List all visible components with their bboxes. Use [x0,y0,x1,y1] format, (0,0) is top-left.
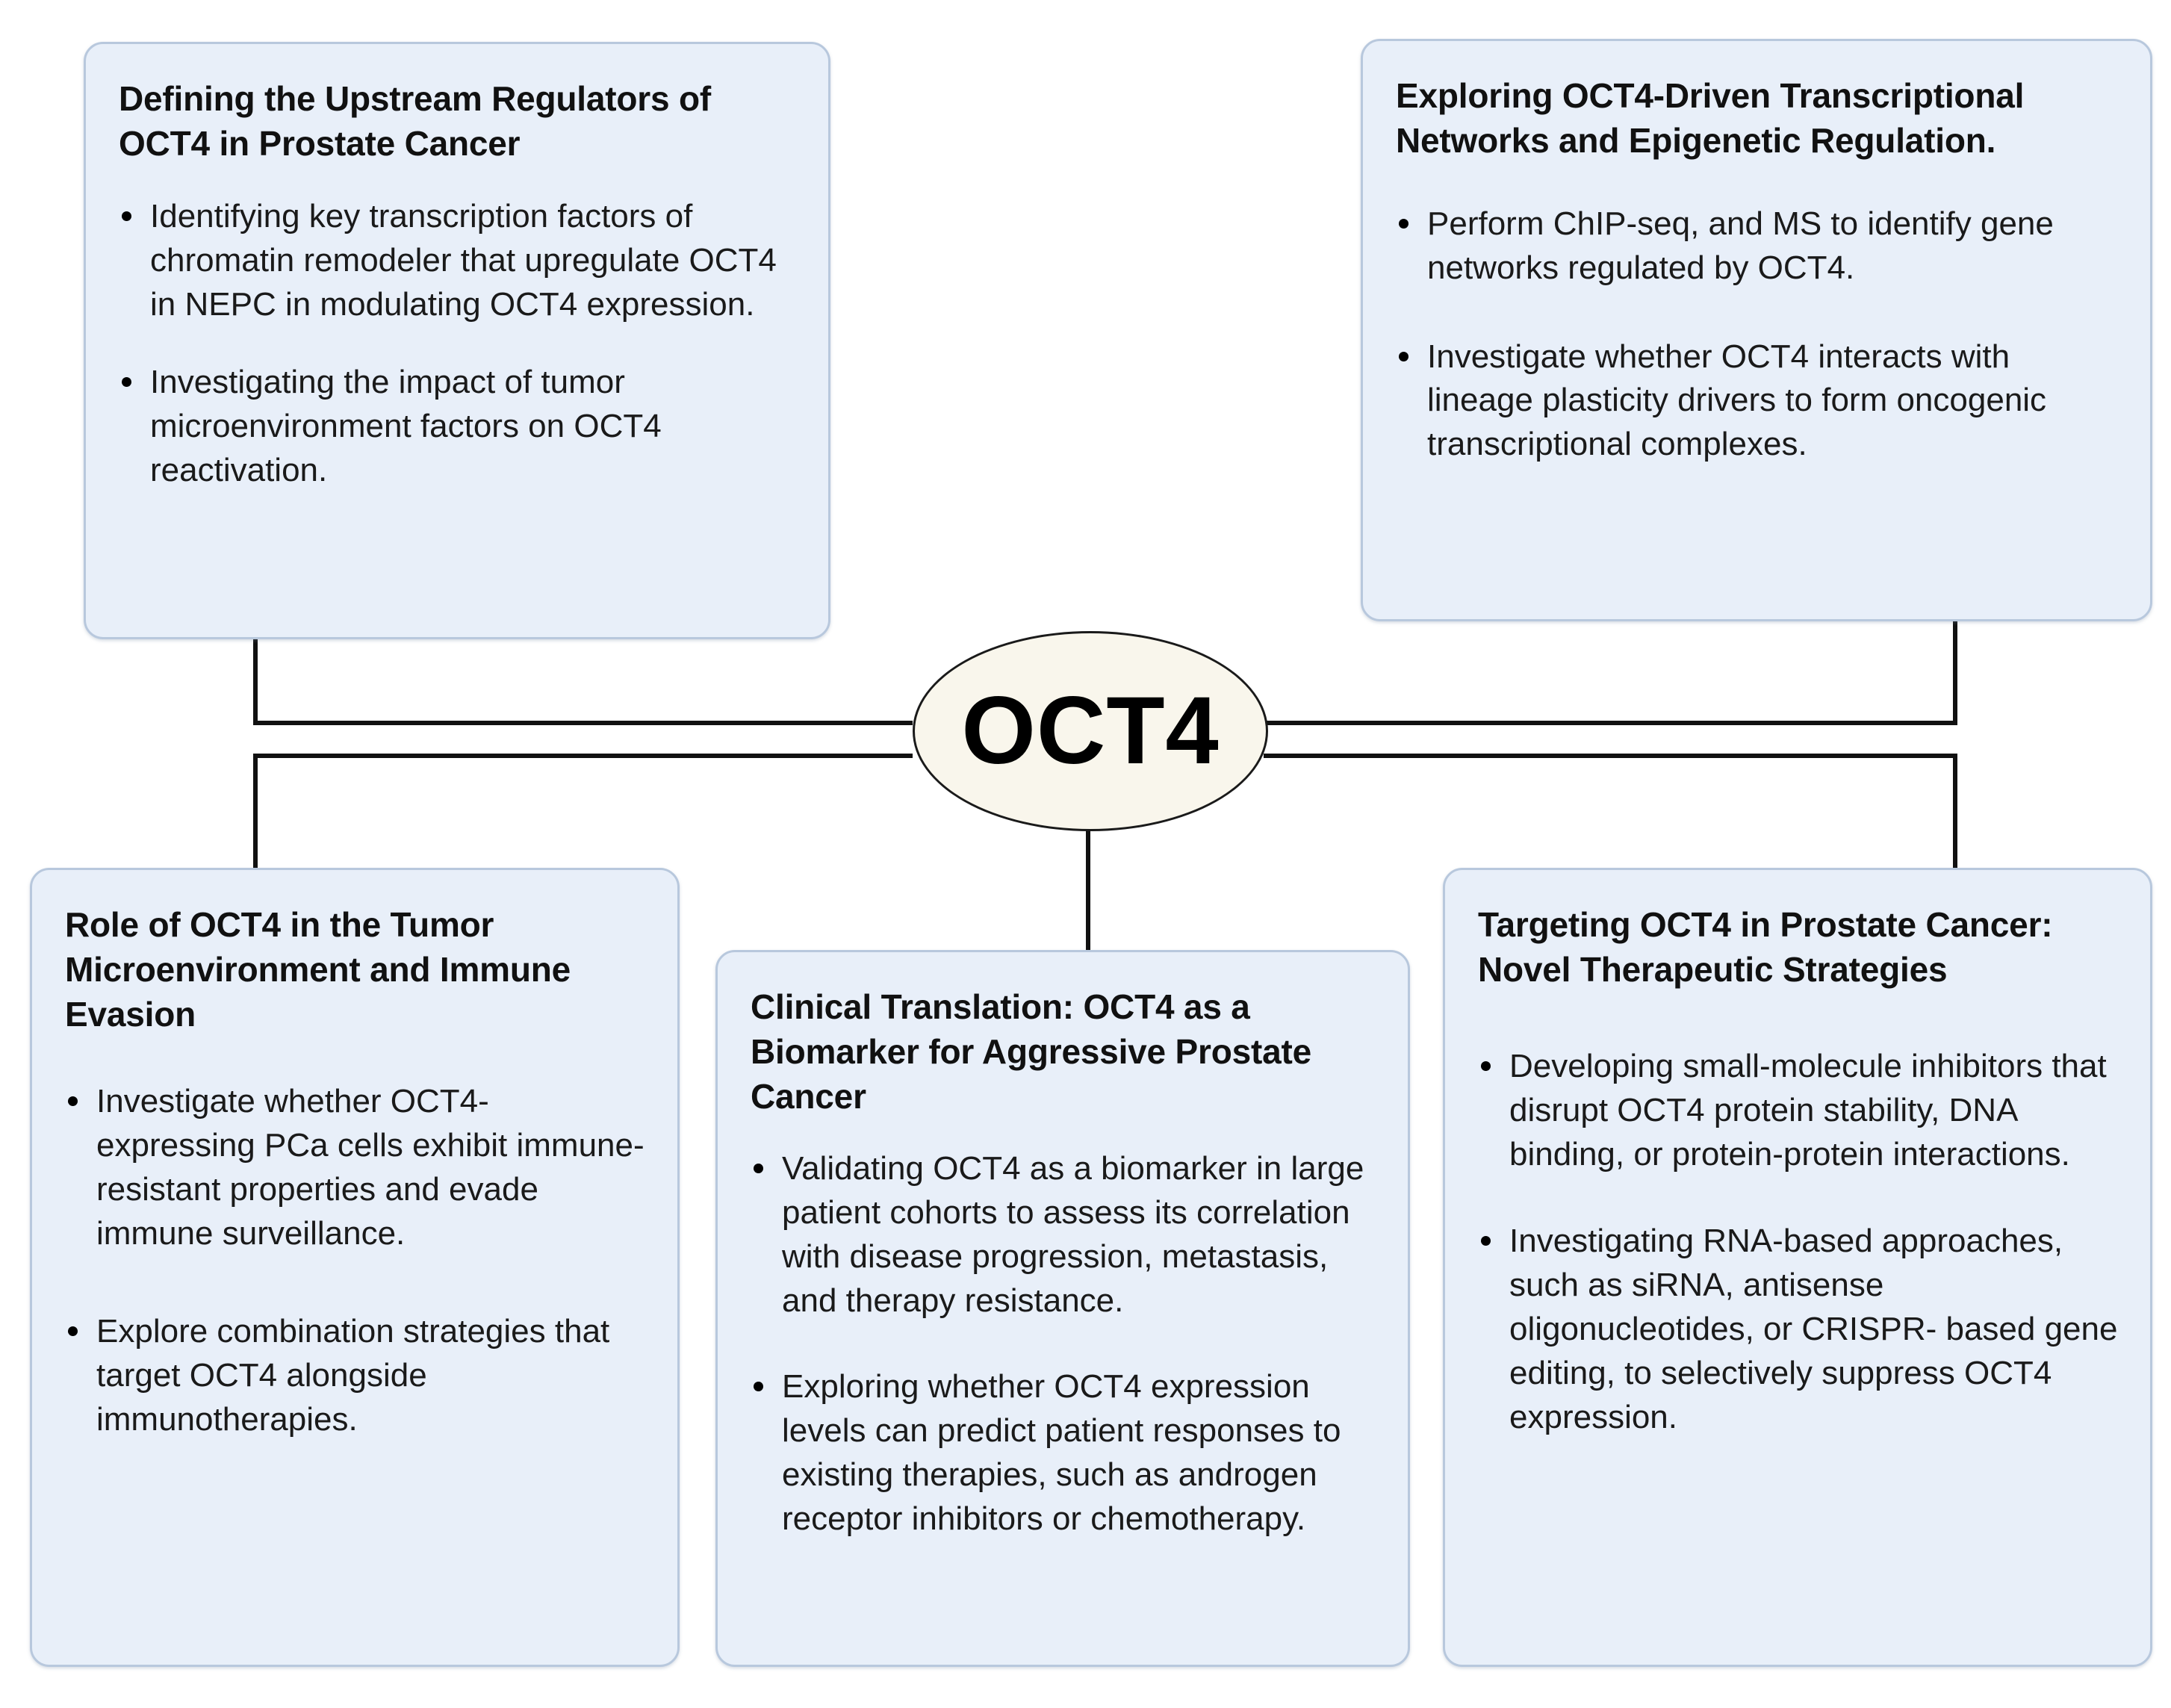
node-title: Defining the Upstream Regulators of OCT4… [119,79,711,163]
list-item: Validating OCT4 as a biomarker in large … [751,1147,1378,1323]
node-targeting-therapeutics[interactable]: Targeting OCT4 in Prostate Cancer: Novel… [1443,868,2152,1667]
bullet-list: Perform ChIP-seq, and MS to identify gen… [1396,202,2120,468]
node-title: Role of OCT4 in the Tumor Microenvironme… [65,905,571,1034]
hub-label: OCT4 [961,677,1220,784]
list-item: Investigate whether OCT4-expressing PCa … [65,1080,647,1256]
list-item: Identifying key transcription factors of… [119,195,798,327]
bullet-list: Investigate whether OCT4-expressing PCa … [65,1080,647,1442]
list-item: Investigating the impact of tumor microe… [119,361,798,493]
node-clinical-translation[interactable]: Clinical Translation: OCT4 as a Biomarke… [715,950,1410,1667]
node-tumor-microenvironment[interactable]: Role of OCT4 in the Tumor Microenvironme… [30,868,680,1667]
connector-networks [1264,621,1957,725]
list-item: Developing small-molecule inhibitors tha… [1478,1045,2120,1177]
node-title: Clinical Translation: OCT4 as a Biomarke… [751,987,1311,1116]
node-title: Targeting OCT4 in Prostate Cancer: Novel… [1478,905,2053,989]
connector-targeting [1264,754,1957,868]
bullet-list: Identifying key transcription factors of… [119,195,798,494]
hub-oct4[interactable]: OCT4 [913,631,1268,831]
bullet-list: Developing small-molecule inhibitors tha… [1478,1045,2120,1441]
node-transcriptional-networks[interactable]: Exploring OCT4-Driven Transcriptional Ne… [1361,39,2152,621]
node-upstream-regulators[interactable]: Defining the Upstream Regulators of OCT4… [84,42,830,639]
connector-upstream [253,639,913,725]
list-item: Exploring whether OCT4 expression levels… [751,1365,1378,1541]
list-item: Investigate whether OCT4 interacts with … [1396,335,2120,468]
list-item: Explore combination strategies that targ… [65,1310,647,1442]
list-item: Perform ChIP-seq, and MS to identify gen… [1396,202,2120,291]
list-item: Investigating RNA-based approaches, such… [1478,1220,2120,1440]
bullet-list: Validating OCT4 as a biomarker in large … [751,1147,1378,1541]
connector-tme [253,754,913,868]
node-title: Exploring OCT4-Driven Transcriptional Ne… [1396,76,2025,160]
